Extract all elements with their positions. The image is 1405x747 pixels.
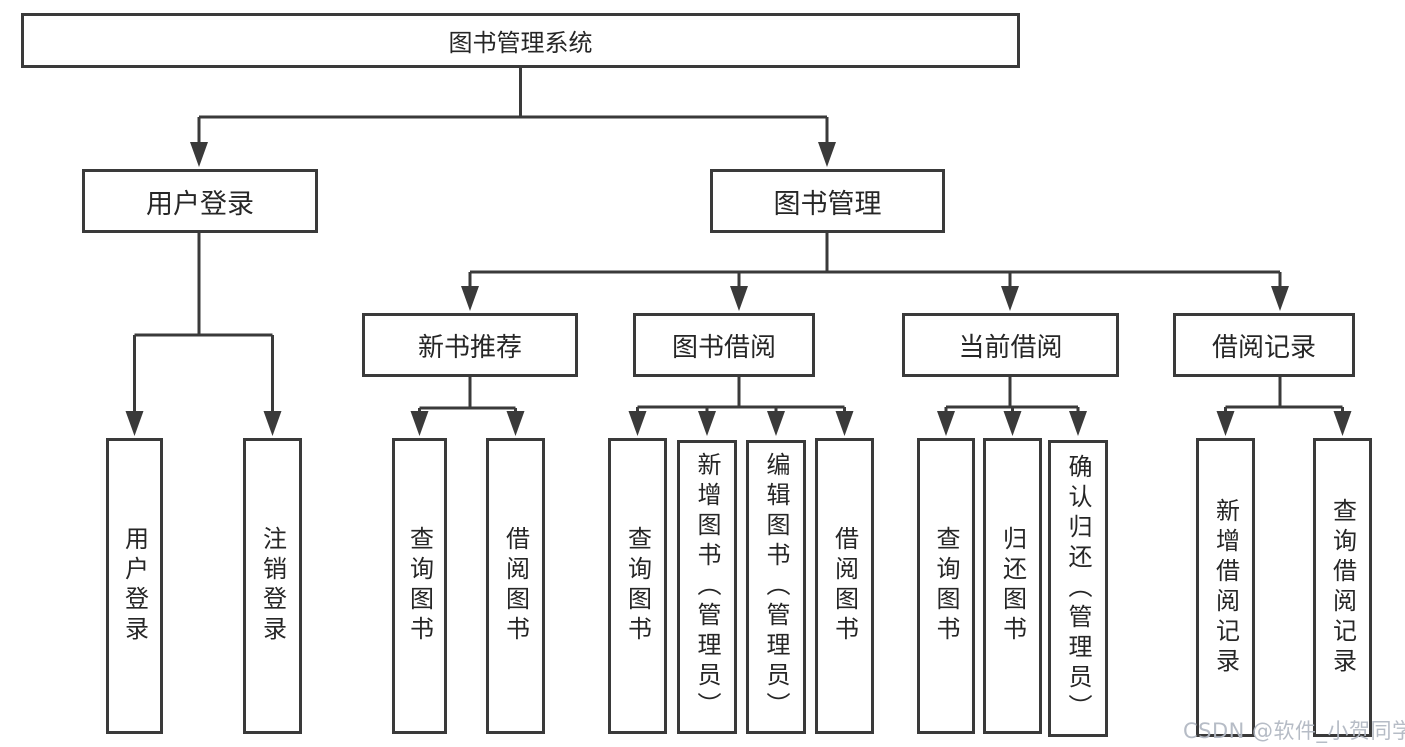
connector-book-borrowing-children <box>628 377 854 436</box>
leaf-bb-edit-books-admin: 编辑图书（管理员） <box>746 440 806 734</box>
node-book-management-label: 图书管理 <box>773 188 882 220</box>
connector-book-management-to-level3 <box>461 232 1289 311</box>
leaf-nb-borrow-books: 借阅图书 <box>486 438 545 734</box>
leaf-logout-label: 注销登录 <box>258 526 287 646</box>
leaf-user-login: 用户登录 <box>106 438 163 734</box>
node-new-book-recommend: 新书推荐 <box>362 313 578 377</box>
node-book-borrowing: 图书借阅 <box>633 313 815 377</box>
leaf-bb-edit-books-admin-label: 编辑图书（管理员） <box>762 452 790 722</box>
watermark-text: CSDN @软件_小贺同学 <box>1183 719 1405 743</box>
node-user-login: 用户登录 <box>82 169 318 233</box>
leaf-br-query-borrow-record: 查询借阅记录 <box>1313 438 1372 737</box>
connector-new-book-recommend-children <box>410 377 525 436</box>
node-borrowing-records-label: 借阅记录 <box>1211 332 1316 363</box>
node-root: 图书管理系统 <box>21 13 1020 68</box>
leaf-bb-borrow-books-label: 借阅图书 <box>830 526 859 646</box>
node-root-label: 图书管理系统 <box>448 29 593 57</box>
node-current-borrowing-label: 当前借阅 <box>958 332 1063 363</box>
node-user-login-label: 用户登录 <box>146 188 254 220</box>
leaf-nb-query-books: 查询图书 <box>392 438 447 734</box>
leaf-nb-borrow-books-label: 借阅图书 <box>501 526 530 646</box>
connector-root-to-level2 <box>190 68 836 167</box>
node-book-management: 图书管理 <box>710 169 945 233</box>
leaf-cb-query-books-label: 查询图书 <box>932 526 960 646</box>
leaf-br-add-borrow-record: 新增借阅记录 <box>1196 438 1255 737</box>
node-current-borrowing: 当前借阅 <box>902 313 1119 377</box>
leaf-bb-add-books-admin-label: 新增图书（管理员） <box>693 452 721 722</box>
leaf-br-add-borrow-record-label: 新增借阅记录 <box>1211 497 1240 678</box>
node-borrowing-records: 借阅记录 <box>1173 313 1355 377</box>
leaf-logout: 注销登录 <box>243 438 302 734</box>
node-new-book-recommend-label: 新书推荐 <box>417 332 522 363</box>
leaf-cb-confirm-return-admin-label: 确认归还（管理员） <box>1064 453 1092 724</box>
leaf-bb-borrow-books: 借阅图书 <box>815 438 874 734</box>
leaf-cb-return-books-label: 归还图书 <box>998 526 1027 646</box>
leaf-bb-query-books: 查询图书 <box>608 438 667 734</box>
leaf-bb-query-books-label: 查询图书 <box>623 526 652 646</box>
connector-user-login-children <box>125 233 282 436</box>
leaf-br-query-borrow-record-label: 查询借阅记录 <box>1328 497 1357 678</box>
leaf-user-login-label: 用户登录 <box>120 526 149 646</box>
connector-current-borrowing-children <box>937 377 1087 436</box>
leaf-cb-return-books: 归还图书 <box>983 438 1042 734</box>
leaf-cb-confirm-return-admin: 确认归还（管理员） <box>1048 440 1108 737</box>
connector-borrowing-records-children <box>1216 377 1352 436</box>
node-book-borrowing-label: 图书借阅 <box>671 332 776 363</box>
leaf-nb-query-books-label: 查询图书 <box>405 526 434 646</box>
leaf-cb-query-books: 查询图书 <box>917 438 975 734</box>
leaf-bb-add-books-admin: 新增图书（管理员） <box>677 440 737 734</box>
